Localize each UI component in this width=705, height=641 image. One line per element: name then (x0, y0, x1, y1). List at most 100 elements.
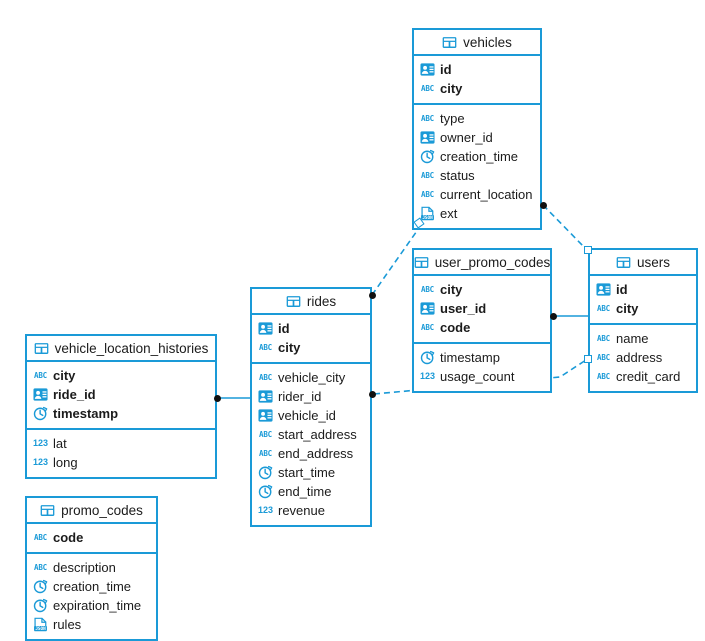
field-label: code (440, 320, 471, 335)
field-row[interactable]: start_time (252, 463, 370, 482)
abc-icon: ABC (421, 285, 434, 294)
table-header[interactable]: vehicle_location_histories (27, 336, 215, 362)
field-label: rider_id (278, 389, 322, 404)
relationship-source-dot (368, 291, 376, 299)
field-label: long (53, 455, 78, 470)
number-icon: 123 (33, 438, 49, 448)
field-row[interactable]: creation_time (414, 147, 540, 166)
field-label: start_time (278, 465, 336, 480)
field-row[interactable]: ABC status (414, 166, 540, 185)
abc-icon: ABC (421, 190, 434, 199)
person-badge-icon (258, 390, 273, 403)
field-label: rules (53, 617, 82, 632)
field-row[interactable]: JSON rules (27, 615, 156, 634)
abc-icon: ABC (421, 84, 434, 93)
number-icon: 123 (258, 505, 274, 515)
abc-icon: ABC (597, 372, 610, 381)
json-icon: JSON (34, 617, 47, 632)
table-header[interactable]: rides (252, 289, 370, 315)
table-grid-icon (40, 504, 55, 516)
field-row[interactable]: creation_time (27, 577, 156, 596)
field-row[interactable]: rider_id (252, 387, 370, 406)
table-grid-icon (286, 295, 301, 307)
field-row[interactable]: ABC type (414, 109, 540, 128)
field-row[interactable]: id (414, 60, 540, 79)
table-header[interactable]: users (590, 250, 696, 276)
field-label: status (440, 168, 475, 183)
table-grid-icon (616, 256, 631, 268)
field-row[interactable]: owner_id (414, 128, 540, 147)
field-label: ride_id (53, 387, 96, 402)
abc-icon: ABC (421, 171, 434, 180)
field-label: ext (440, 206, 458, 221)
abc-icon: ABC (34, 563, 47, 572)
clock-icon (420, 350, 435, 365)
field-label: owner_id (440, 130, 493, 145)
clock-icon (420, 149, 435, 164)
field-row[interactable]: id (252, 319, 370, 338)
field-row[interactable]: expiration_time (27, 596, 156, 615)
field-row[interactable]: 123 long (27, 453, 215, 472)
number-icon: 123 (420, 371, 436, 381)
clock-icon (33, 406, 48, 421)
table-header[interactable]: promo_codes (27, 498, 156, 524)
field-row[interactable]: timestamp (414, 348, 550, 367)
field-row[interactable]: id (590, 280, 696, 299)
field-row[interactable]: ABC city (414, 79, 540, 98)
number-icon: 123 (33, 457, 49, 467)
field-row[interactable]: vehicle_id (252, 406, 370, 425)
table-header[interactable]: vehicles (414, 30, 540, 56)
relationship-source-dot (539, 201, 547, 209)
relationship-line-vehicles-users[interactable] (542, 204, 587, 250)
field-row[interactable]: ride_id (27, 385, 215, 404)
field-label: start_address (278, 427, 357, 442)
field-label: type (440, 111, 465, 126)
field-label: city (616, 301, 639, 316)
field-row[interactable]: 123 revenue (252, 501, 370, 520)
person-badge-icon (596, 283, 611, 296)
field-label: revenue (278, 503, 325, 518)
field-label: id (440, 62, 452, 77)
field-row[interactable]: user_id (414, 299, 550, 318)
abc-icon: ABC (259, 373, 272, 382)
table-header[interactable]: user_promo_codes (414, 250, 550, 276)
field-row[interactable]: timestamp (27, 404, 215, 423)
field-label: creation_time (440, 149, 519, 164)
abc-icon: ABC (259, 430, 272, 439)
field-row[interactable]: end_time (252, 482, 370, 501)
clock-icon (33, 598, 48, 613)
field-row[interactable]: ABC start_address (252, 425, 370, 444)
field-label: city (440, 81, 463, 96)
abc-icon: ABC (421, 114, 434, 123)
